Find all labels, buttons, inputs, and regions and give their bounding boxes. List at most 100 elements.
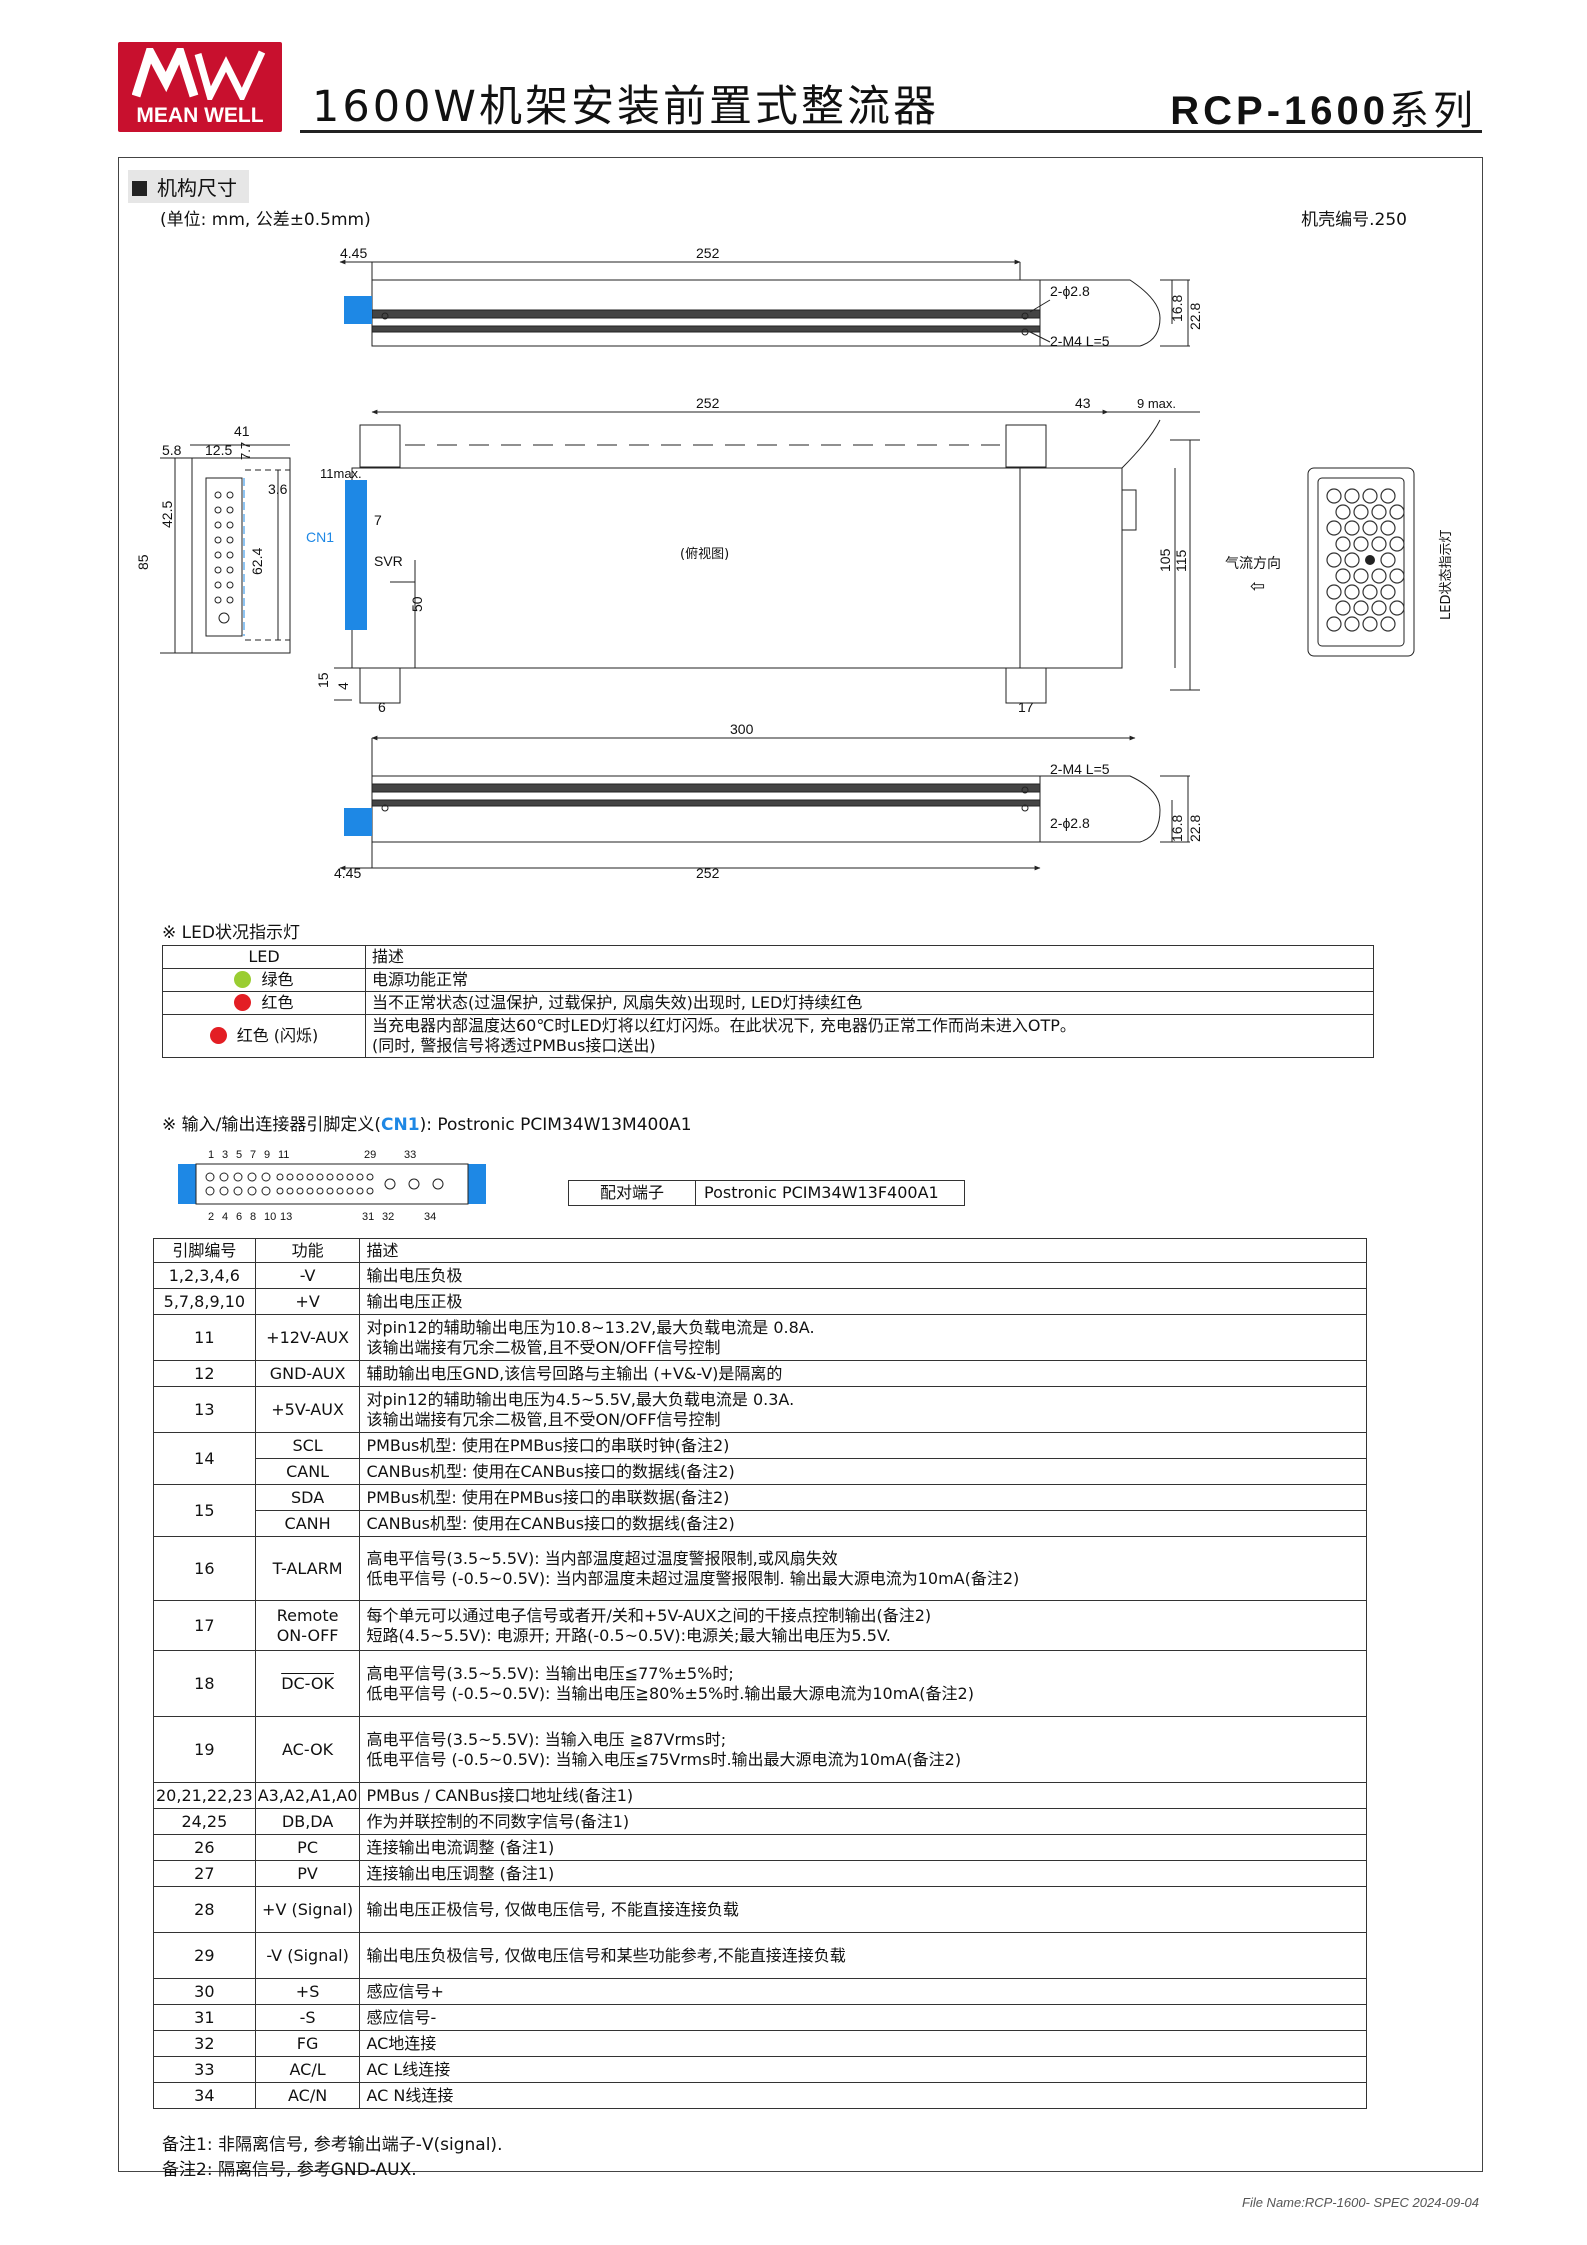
pin-label: 7 (250, 1149, 256, 1161)
dim-top-h2: 22.8 (1187, 303, 1203, 330)
pin-label: 13 (280, 1211, 292, 1223)
connector-pinout-diagram: 1 3 5 7 9 11 29 33 2 4 6 8 10 13 31 32 3… (178, 1149, 486, 1223)
svr-label: SVR (374, 553, 403, 569)
table-header: LED 描述 (162, 945, 1374, 969)
dim-front-624: 62.4 (249, 548, 265, 575)
dim-bottom-h1: 16.8 (1169, 815, 1185, 842)
pin-header: 引脚编号 (153, 1238, 256, 1263)
series-name: RCP-1600系列 (1170, 78, 1477, 136)
dim-top-screw: 2-M4 L=5 (1050, 333, 1110, 349)
table-row: 红色 当不正常状态(过温保护, 过载保护, 风扇失效)出现时, LED灯持续红色 (162, 991, 1374, 1015)
dim-plan-6: 6 (378, 699, 386, 715)
led-name: 红色 (261, 993, 294, 1012)
series-suffix: 系列 (1389, 88, 1477, 134)
led-side-label: LED状态指示灯 (1439, 530, 1454, 620)
connector-title: ※ 输入/输出连接器引脚定义(CN1): Postronic PCIM34W13… (162, 1115, 692, 1135)
desc-header: 描述 (365, 945, 1374, 969)
green-led-icon (234, 971, 252, 988)
dim-front-36: 3.6 (268, 481, 288, 497)
pin-label: 4 (222, 1211, 228, 1223)
led-desc: 当充电器内部温度达60℃时LED灯将以红灯闪烁。在此状况下, 充电器仍正常工作而… (372, 1016, 1076, 1035)
plan-view-label: (俯视图) (680, 546, 729, 562)
led-desc: 电源功能正常 (365, 968, 1374, 992)
function-header: 功能 (254, 1238, 361, 1263)
led-name: 绿色 (261, 970, 294, 989)
dim-front-41: 41 (234, 423, 250, 439)
pin-label: 29 (364, 1149, 376, 1161)
table-row: 29-V (Signal)输出电压负极信号, 仅做电压信号和某些功能参考,不能直… (153, 1932, 1367, 1979)
content-frame (118, 157, 1483, 2172)
desc-header: 描述 (359, 1238, 1367, 1263)
pin-label: 33 (404, 1149, 416, 1161)
pin-label: 2 (208, 1211, 214, 1223)
pin-label: 3 (222, 1149, 228, 1161)
led-section-title: ※ LED状况指示灯 (162, 923, 300, 943)
dim-top-h1: 16.8 (1169, 295, 1185, 322)
dim-top-left: 4.45 (340, 245, 367, 261)
red-led-icon (234, 994, 252, 1011)
led-header: LED (162, 945, 366, 969)
dim-plan-11: 11max. (320, 466, 362, 481)
units-note: (单位: mm, 公差±0.5mm) (160, 210, 371, 230)
cn1-label: CN1 (306, 529, 334, 545)
dim-top-hole: 2-ϕ2.8 (1050, 283, 1090, 299)
dim-front-58: 5.8 (162, 442, 182, 458)
header-rule (300, 130, 1482, 133)
pin-label: 31 (362, 1211, 374, 1223)
square-bullet-icon (132, 181, 147, 196)
dim-front-425: 42.5 (159, 501, 175, 528)
led-desc: 当不正常状态(过温保护, 过载保护, 风扇失效)出现时, LED灯持续红色 (365, 991, 1374, 1015)
dim-front-85: 85 (135, 554, 151, 570)
pin-label: 5 (236, 1149, 242, 1161)
mechanical-drawing: 4.45 252 2-ϕ2.8 2-M4 L=5 16.8 22.8 252 4… (135, 245, 1454, 880)
section-title: 机构尺寸 (128, 170, 249, 203)
table-row: 28+V (Signal)输出电压正极信号, 仅做电压信号, 不能直接连接负载 (153, 1886, 1367, 1933)
dim-top-len: 252 (696, 245, 720, 261)
logo-text: MEAN WELL (136, 104, 264, 127)
pin-label: 8 (250, 1211, 256, 1223)
pin-label: 9 (264, 1149, 270, 1161)
red-flashing-led-icon (209, 1027, 227, 1044)
dim-plan-rear: 43 (1075, 395, 1091, 411)
note-1: 备注1: 非隔离信号, 参考输出端子-V(signal). (162, 2135, 503, 2155)
dim-plan-50: 50 (409, 596, 425, 612)
dim-front-125: 12.5 (205, 442, 232, 458)
case-number: 机壳编号.250 (1301, 210, 1407, 230)
pin-label: 1 (208, 1149, 214, 1161)
mate-value: Postronic PCIM34W13F400A1 (695, 1180, 965, 1206)
table-row: 绿色 电源功能正常 (162, 968, 1374, 992)
pin-label: 10 (264, 1211, 276, 1223)
section-title-text: 机构尺寸 (157, 176, 237, 200)
dim-bottom-h2: 22.8 (1187, 815, 1203, 842)
led-indicator-icon (1365, 555, 1375, 565)
document-title: 1600W机架安装前置式整流器 (312, 82, 939, 132)
dim-bottom-hole: 2-ϕ2.8 (1050, 815, 1090, 831)
mate-label: 配对端子 (568, 1180, 696, 1206)
series-model: RCP-1600 (1170, 89, 1389, 133)
mw-logo-icon (132, 48, 266, 100)
pin-label: 34 (424, 1211, 436, 1223)
led-status-table: LED 描述 绿色 电源功能正常 红色 当不正常状态(过温保护, 过载保护, 风… (162, 945, 1374, 1058)
led-desc-2: (同时, 警报信号将透过PMBus接口送出) (372, 1036, 656, 1055)
dim-bottom-screw: 2-M4 L=5 (1050, 761, 1110, 777)
dim-plan-h-inner: 105 (1157, 548, 1173, 572)
